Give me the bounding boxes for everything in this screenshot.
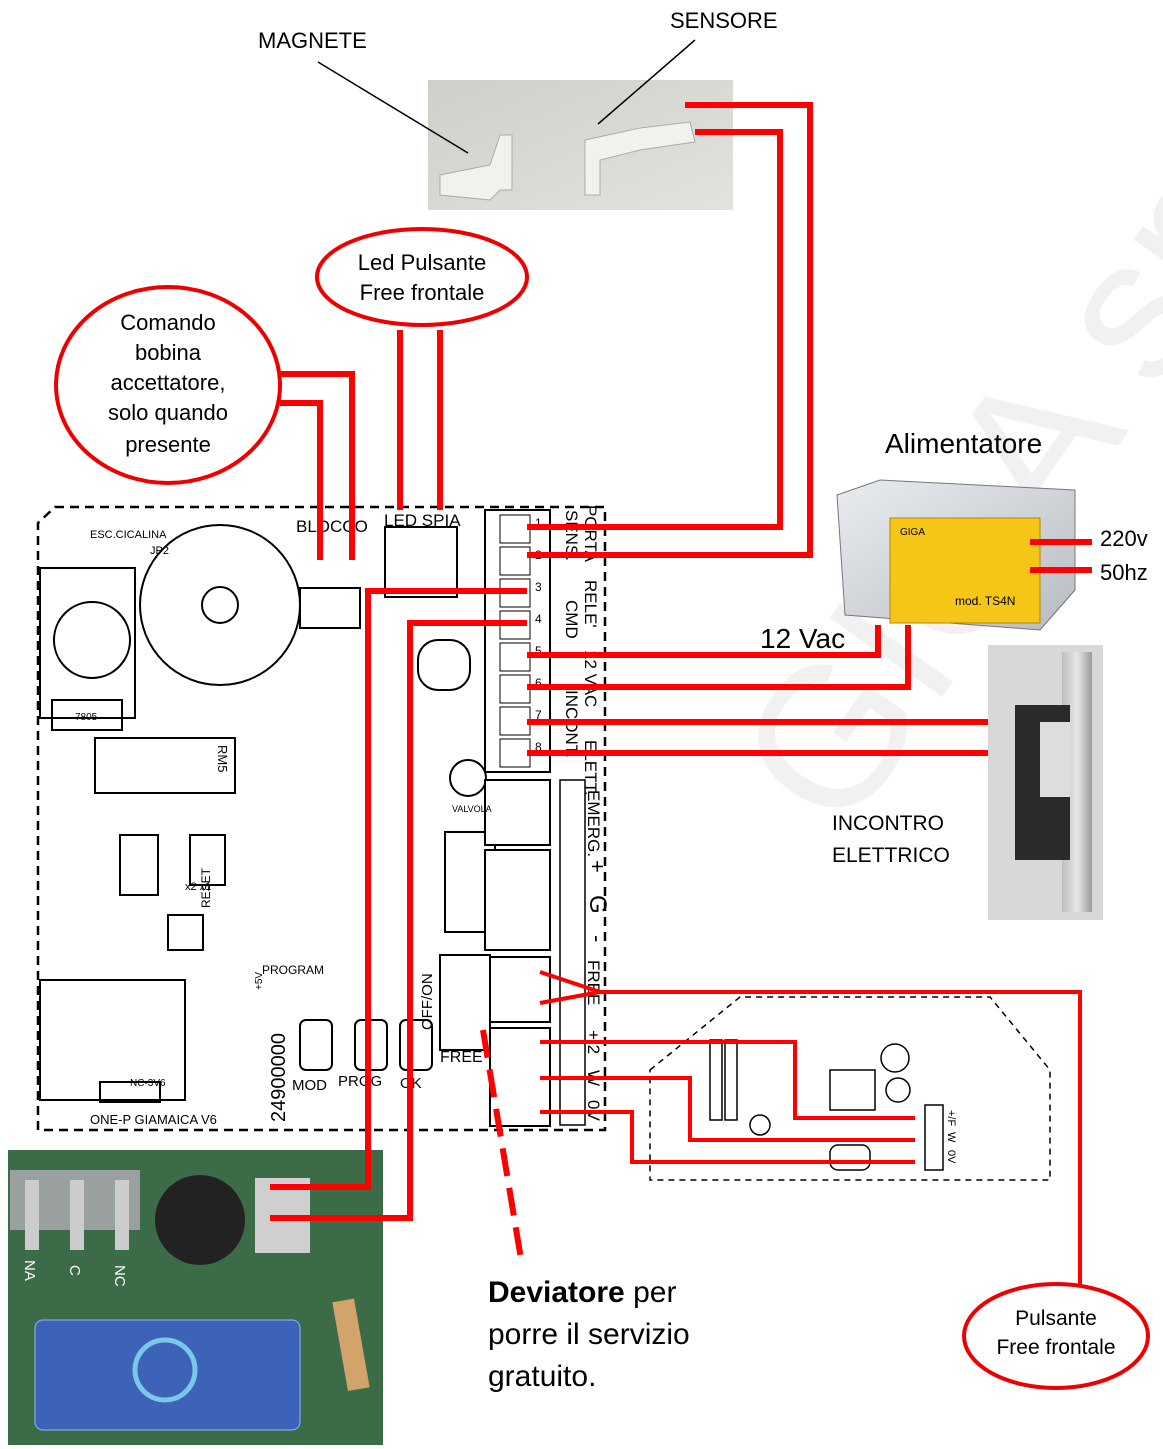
term-num-3: 3 <box>535 580 542 594</box>
term-label-minus: - <box>585 935 610 942</box>
hz50-label: 50hz <box>1100 560 1148 585</box>
wire-ext-1 <box>540 1040 915 1120</box>
comando-text-5: presente <box>125 432 211 457</box>
term-label-emerg: EMERG. <box>584 790 603 857</box>
vac12-label: 12 Vac <box>760 623 845 654</box>
term-num-5: 5 <box>535 644 542 658</box>
incontro-label-2: ELETTRICO <box>832 844 950 867</box>
term-num-6: 6 <box>535 676 542 690</box>
wires <box>270 102 1092 1221</box>
board-prog: PROG <box>338 1073 382 1090</box>
term-num-4: 4 <box>535 612 542 626</box>
wire-free-1 <box>539 970 1082 1285</box>
pulsante-text-1: Pulsante <box>1015 1307 1097 1330</box>
comando-text-3: accettatore, <box>111 370 226 395</box>
term-label-free: FREE <box>584 960 603 1005</box>
wire-12vac-1 <box>527 625 881 658</box>
board-x2x1: x2 x1 <box>185 881 211 893</box>
term-label-g: G <box>584 895 611 914</box>
term-label-porta: PORTA <box>581 505 600 563</box>
ext-label-0v: 0V <box>945 1150 957 1164</box>
board-reset: RESET <box>199 867 213 908</box>
deviatore-text-2: porre il servizio <box>488 1318 690 1351</box>
deviatore-text-3: gratuito. <box>488 1360 596 1393</box>
psu-model: mod. TS4N <box>955 594 1015 608</box>
wire-relay-2 <box>270 620 527 1221</box>
board-plus5v: +5V <box>254 972 265 990</box>
wire-ext-2 <box>540 1076 915 1142</box>
relay-nc: NC <box>111 1265 128 1287</box>
sensor-photo <box>428 80 733 210</box>
term-label-rele: RELE' <box>581 580 600 628</box>
board-serial: 24900000 <box>268 1033 290 1122</box>
term-num-1: 1 <box>535 516 542 530</box>
psu-brand: GIGA <box>900 527 925 538</box>
ext-board-outline <box>649 996 1051 1181</box>
board-program: PROGRAM <box>262 963 324 977</box>
board-free-switch: FREE <box>440 1049 483 1066</box>
board-blocco: BLOCCO <box>296 517 368 536</box>
ext-label-f: +/F <box>945 1110 957 1126</box>
relay-na: NA <box>21 1260 38 1281</box>
wire-ext-3 <box>540 1110 915 1164</box>
ext-label-w: W <box>945 1132 957 1143</box>
board-battery: NC-3V6 <box>130 1078 166 1089</box>
term-label-plus: + <box>585 860 610 873</box>
term-label-cmd: CMD <box>562 600 581 639</box>
power-supply-box: GIGA mod. TS4N <box>836 479 1076 631</box>
pulsante-text-2: Free frontale <box>996 1336 1115 1359</box>
term-label-elett: ELETT. <box>581 740 600 796</box>
main-board-outline <box>36 505 607 1132</box>
deviatore-bold: Deviatore <box>488 1276 625 1309</box>
deviatore-per: per <box>625 1276 677 1309</box>
pulsante-callout-ellipse <box>962 1282 1150 1390</box>
v220-label: 220v <box>1100 526 1148 551</box>
wire-sensor-1 <box>527 102 813 558</box>
board-mod: MOD <box>292 1077 327 1094</box>
wire-relay-1 <box>270 588 527 1190</box>
term-num-7: 7 <box>535 708 542 722</box>
board-name: ONE-P GIAMAICA V6 <box>90 1112 217 1127</box>
board-led-spia: LED SPIA <box>384 511 461 530</box>
board-esc: ESC.CICALINA <box>90 529 167 541</box>
comando-text-2: bobina <box>135 340 202 365</box>
electric-strike-photo <box>988 645 1103 920</box>
wire-comando-2 <box>280 400 323 560</box>
board-rm5: RM5 <box>215 745 230 772</box>
terminal-side-labels: SENS. PORTA CMD RELE' 12 VAC INCONT. ELE… <box>562 505 611 1121</box>
board-reg: 7805 <box>75 712 98 723</box>
comando-text-4: solo quando <box>108 400 228 425</box>
board-offon: OFF/ON <box>419 973 436 1030</box>
relay-board-photo: NA C NC <box>8 1150 383 1445</box>
relay-c: C <box>66 1265 83 1276</box>
deviatore-text-1: Deviatore per <box>488 1276 676 1309</box>
wire-12vac-2 <box>527 625 911 690</box>
led-callout-text-2: Free frontale <box>360 280 485 305</box>
term-num-8: 8 <box>535 740 542 754</box>
board-valvola: VALVOLA <box>452 804 492 814</box>
wire-comando-1 <box>280 371 355 560</box>
led-callout-ellipse <box>315 227 529 327</box>
term-label-sens: SENS. <box>562 510 581 561</box>
comando-text-1: Comando <box>120 310 215 335</box>
main-board-components <box>39 524 496 1103</box>
ext-board-components <box>709 1039 944 1171</box>
wire-sensor-2 <box>527 129 783 530</box>
alimentatore-label: Alimentatore <box>885 428 1042 459</box>
sensore-label: SENSORE <box>670 8 778 33</box>
magnete-label: MAGNETE <box>258 28 367 53</box>
led-callout-text-1: Led Pulsante <box>358 250 486 275</box>
wire-free-2 <box>539 990 601 1005</box>
board-jp2: JP2 <box>150 545 169 557</box>
comando-callout-ellipse <box>54 285 282 485</box>
term-label-12vac: 12 VAC <box>581 650 600 707</box>
thin-wires <box>539 970 1082 1285</box>
incontro-label-1: INCONTRO <box>832 812 944 835</box>
